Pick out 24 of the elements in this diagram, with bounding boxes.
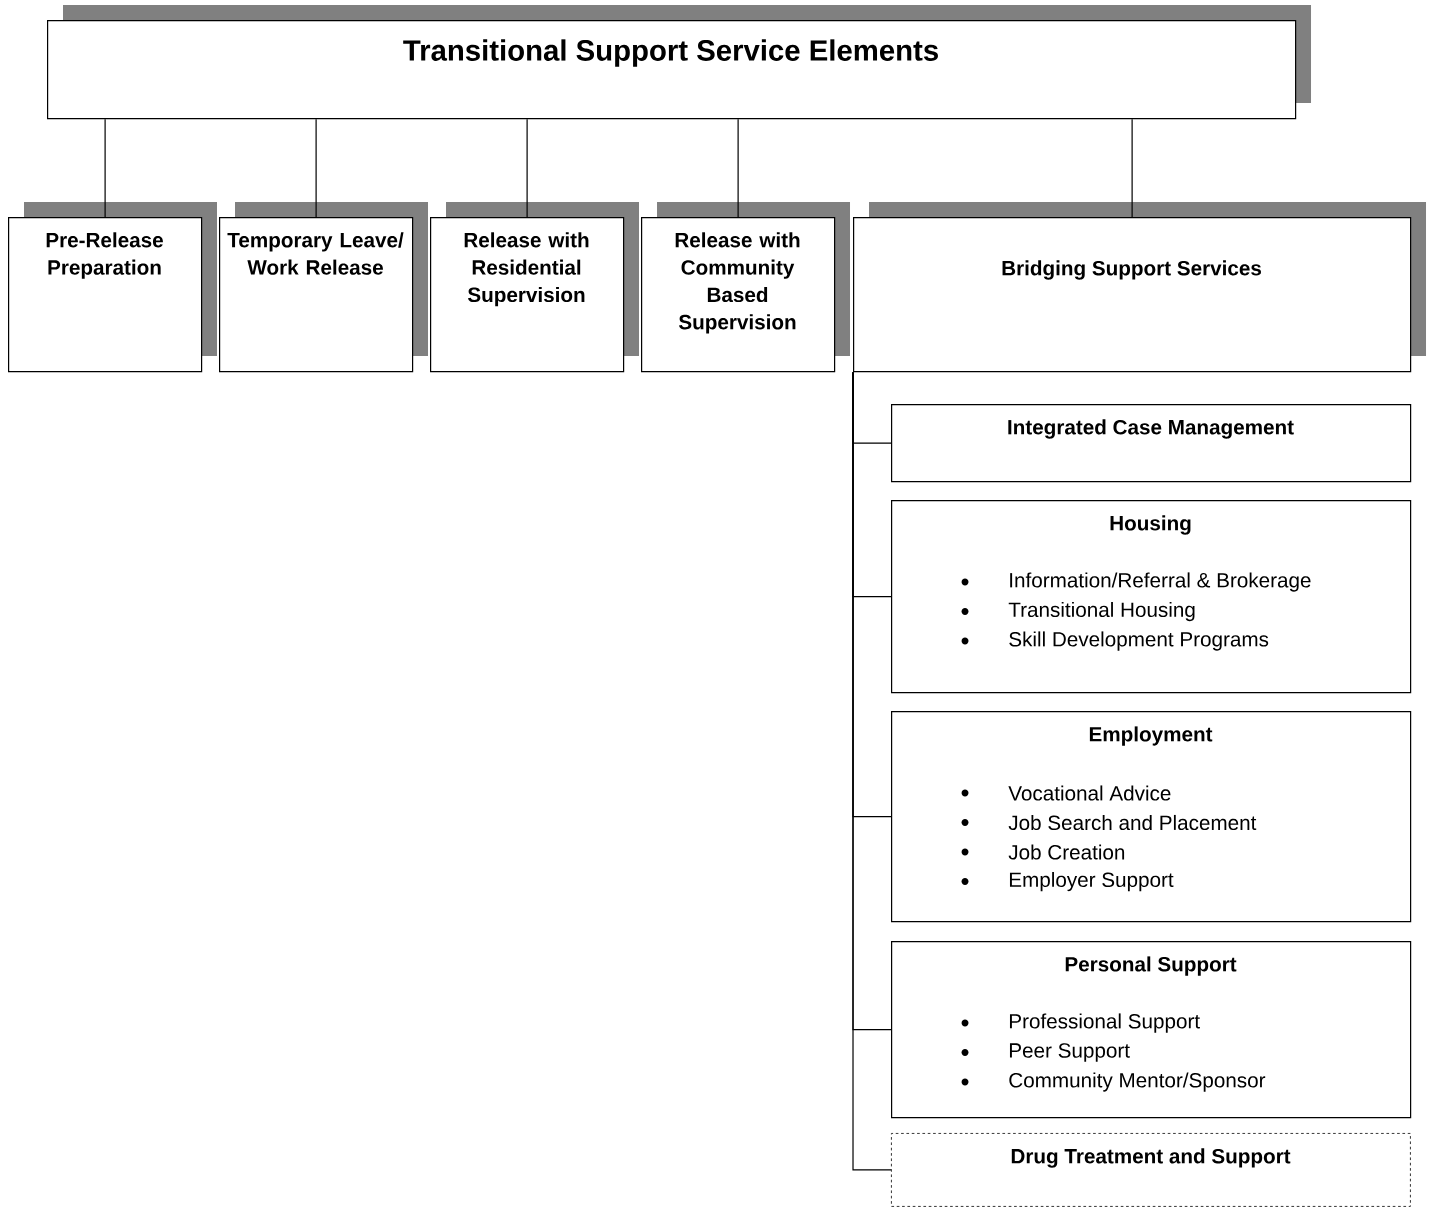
bullet-item: Transitional Housing — [961, 601, 1195, 622]
bullet-item: Job Creation — [961, 844, 1125, 860]
connector-line — [737, 118, 739, 218]
service-box: Integrated Case Management — [891, 404, 1412, 483]
title-box: Transitional Support Service Elements — [47, 5, 1311, 120]
bullet-item: Peer Support — [961, 1043, 1130, 1062]
connector-line — [104, 118, 106, 218]
connector-line — [315, 118, 317, 218]
element-box: Temporary Leave/ Work Release — [219, 202, 428, 373]
bullet-item: Skill Development Programs — [961, 631, 1269, 651]
element-box: Bridging Support Services — [853, 202, 1426, 373]
connector-line — [1131, 118, 1133, 218]
bullet-item: Vocational Advice — [961, 785, 1171, 801]
connector-line — [526, 118, 528, 218]
connector-line — [852, 371, 892, 1171]
bullet-item: Employer Support — [961, 871, 1174, 892]
bullet-item: Community Mentor/Sponsor — [961, 1072, 1266, 1092]
bullet-item: Professional Support — [961, 1013, 1200, 1033]
bullet-item: Job Search and Placement — [961, 814, 1257, 831]
element-box: Pre-Release Preparation — [8, 202, 217, 373]
service-box: Drug Treatment and Support — [891, 1133, 1411, 1207]
element-box: Release with Residential Supervision — [430, 202, 639, 373]
element-box: Release with Community Based Supervision — [641, 202, 850, 373]
bullet-item: Information/Referral & Brokerage — [961, 572, 1311, 592]
